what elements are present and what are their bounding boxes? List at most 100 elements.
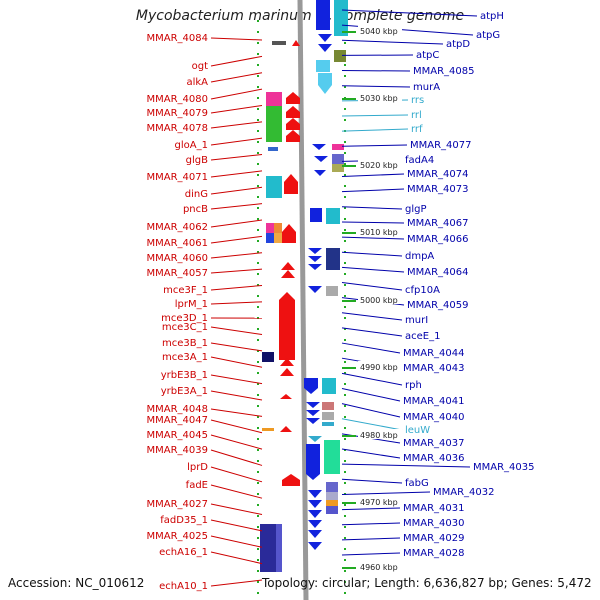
feature-mmar-4031 (326, 500, 338, 506)
right-label-mmar-4030: MMAR_4030 (403, 518, 465, 529)
feature-mce3a-1 (262, 352, 274, 362)
left-connector-mmar-4084 (210, 37, 263, 41)
left-label-mce3b-1: mce3B_1 (162, 338, 208, 349)
right-label-mmar-4044: MMAR_4044 (403, 348, 465, 359)
left-label-mmar-4045: MMAR_4045 (147, 430, 209, 441)
right-label-mmar-4031: MMAR_4031 (403, 503, 465, 514)
kbp-tick-label: 5030 kbp (360, 94, 398, 103)
reverse-strand-features (304, 0, 348, 550)
left-label-mmar-4039: MMAR_4039 (147, 445, 209, 456)
feature-fada4 (332, 154, 344, 164)
left-label-alka: alkA (186, 77, 208, 88)
right-label-atpd: atpD (446, 39, 470, 50)
right-connector-mmar-4073 (341, 188, 405, 193)
left-label-ogt: ogt (192, 61, 208, 72)
arrow-mmar-4084 (292, 40, 300, 46)
kbp-tick-label: 5020 kbp (360, 161, 398, 170)
feature-gloa-1 (268, 147, 278, 151)
right-label-mmar-4040: MMAR_4040 (403, 412, 465, 423)
arrow-rev-r (308, 530, 322, 538)
arrow-mura (318, 85, 332, 94)
arrow-rev-f (308, 248, 322, 254)
left-connector-pncb (210, 203, 263, 210)
left-label-mce3a-1: mce3A_1 (162, 352, 208, 363)
left-connector-mmar-4060 (210, 252, 263, 259)
feature-mmar-4032 (326, 492, 338, 500)
left-connector-yrbe3a-1 (210, 390, 263, 401)
left-connector-mce3c-1 (210, 326, 263, 336)
arrow-rev-k (306, 410, 320, 416)
arrow-fwd-g (281, 262, 295, 270)
right-label-fada4: fadA4 (405, 155, 434, 166)
right-label-glgp: glgP (405, 204, 427, 215)
feature-mura (318, 73, 332, 85)
right-connector-leuw (341, 418, 403, 431)
arrow-rev-d (314, 156, 328, 162)
feature-mmar-4040 (322, 412, 334, 420)
right-connector-mmar-4066 (341, 236, 405, 240)
left-connector-ding (210, 186, 263, 195)
right-label-atpc: atpC (416, 50, 439, 61)
left-label-mmar-4080: MMAR_4080 (147, 94, 209, 105)
right-connector-mmar-4074 (341, 173, 405, 178)
kbp-tick-label: 5000 kbp (360, 296, 398, 305)
kbp-tick-bg (358, 429, 402, 439)
right-connector-mmar-4041 (341, 387, 401, 402)
right-label-mmar-4077: MMAR_4077 (410, 140, 472, 151)
feature-dmpa (326, 248, 340, 270)
right-label-mmar-4028: MMAR_4028 (403, 548, 465, 559)
arrow-fade (282, 474, 300, 486)
feature-mmar-4079 (266, 118, 282, 130)
arrow-fwd-j (280, 368, 294, 376)
left-connector-echa16-1 (210, 551, 263, 565)
right-connector-mmar-4044 (341, 342, 401, 354)
feature-cfp10a (326, 286, 338, 296)
topology-text: Topology: circular; Length: 6,636,827 bp… (262, 576, 592, 590)
right-connector-mmar-4067 (341, 221, 405, 224)
left-label-echa16-1: echA16_1 (159, 547, 208, 558)
feature-mmar-4084 (272, 41, 286, 45)
arrow-fwd-d (286, 130, 300, 142)
arrow-fwd-f (282, 224, 296, 243)
feature-mmar-4080 (266, 106, 282, 118)
kbp-tick-bg (358, 561, 402, 571)
arrow-fwd-e (284, 174, 298, 194)
arrow-rev-b (318, 44, 332, 52)
left-label-fade: fadE (186, 480, 208, 491)
right-connector-mmar-4031 (341, 507, 401, 511)
right-connector-atph (341, 9, 478, 17)
left-connector-mmar-4071 (210, 170, 263, 178)
right-connector-mmar-4077 (341, 144, 408, 147)
arrow-rev-g (308, 256, 322, 262)
right-label-mmar-4043: MMAR_4043 (403, 363, 465, 374)
kbp-tick-bg (358, 25, 402, 35)
kbp-tick-label: 4960 kbp (360, 563, 398, 572)
arrow-rev-s (308, 542, 322, 550)
left-label-mmar-4027: MMAR_4027 (147, 499, 209, 510)
left-connector-mmar-4057 (210, 268, 263, 274)
left-connector-mmar-4061 (210, 235, 263, 244)
feature-acee-1 (322, 378, 336, 394)
right-label-muri: murI (405, 315, 428, 326)
left-connector-mmar-4025 (210, 535, 263, 548)
feature-mmar-4045 (262, 428, 274, 431)
left-connector-glgb (210, 154, 263, 161)
left-connector-gloa-1 (210, 137, 263, 146)
arrow-acee (304, 378, 318, 394)
right-label-atph: atpH (480, 11, 504, 22)
left-connector-mmar-4045 (210, 434, 263, 450)
right-label-mura: murA (413, 82, 440, 93)
left-label-echa10-1: echA10_1 (159, 581, 208, 592)
left-connector-mce3b-1 (210, 342, 263, 352)
feature-mmar-4062b (266, 233, 274, 243)
arrow-fwd-l (280, 426, 292, 432)
feature-mmar-4030 (326, 506, 338, 514)
arrow-rev-p (308, 510, 322, 518)
left-label-pncb: pncB (183, 204, 208, 215)
right-connector-rrf (341, 128, 409, 132)
arrow-rev-e (314, 170, 326, 176)
left-label-mmar-4048: MMAR_4048 (147, 404, 209, 415)
arrow-fwd-b (286, 106, 300, 118)
left-label-lprm-1: lprM_1 (175, 299, 208, 310)
